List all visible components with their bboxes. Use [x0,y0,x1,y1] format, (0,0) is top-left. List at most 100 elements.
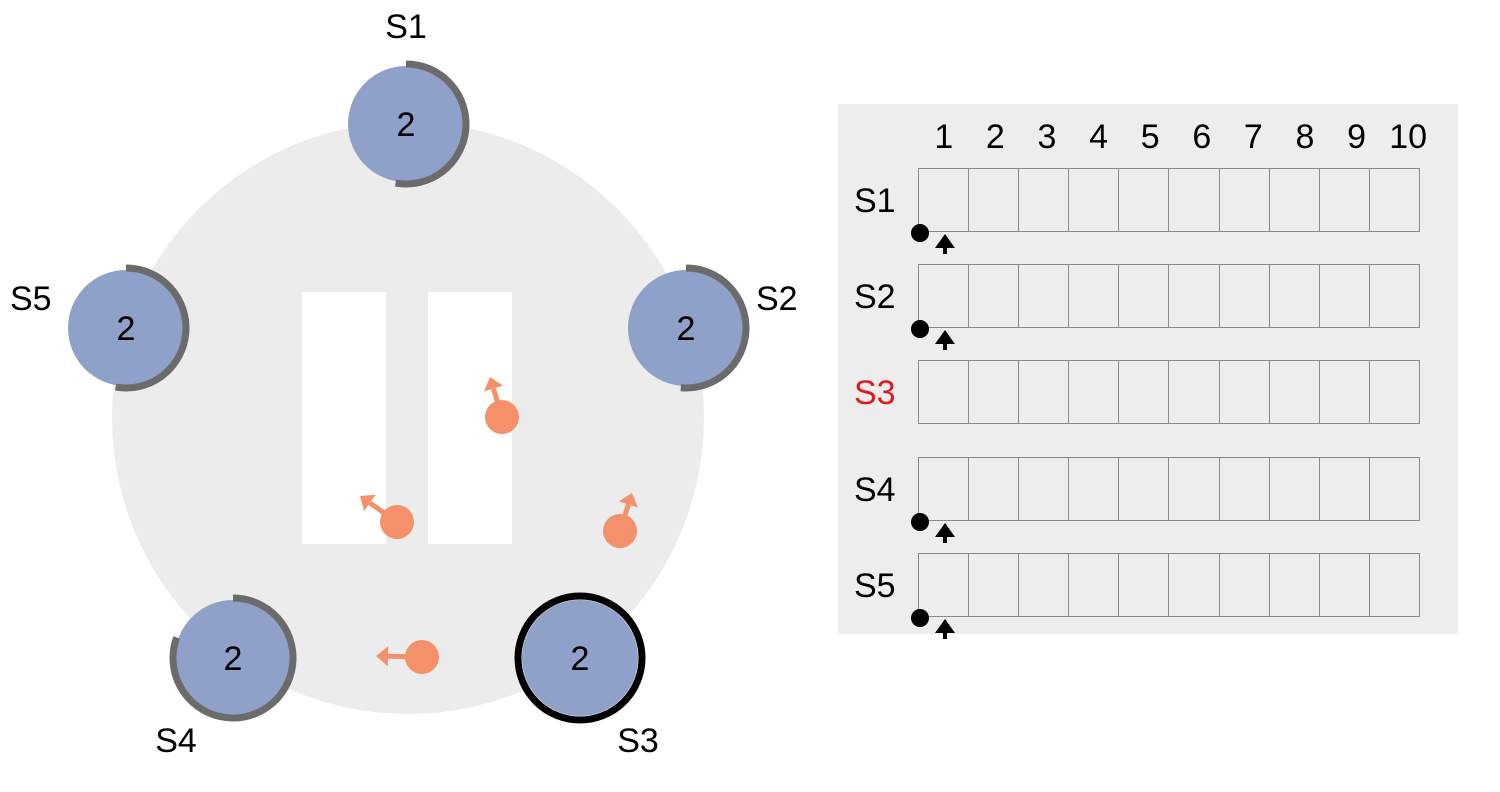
log-entry-cell [1068,360,1120,424]
message-ball [603,514,637,548]
log-entry-cell [1268,553,1321,617]
log-entry-cell [918,264,970,328]
log-entry-cell [1168,360,1221,424]
messages-layer [360,377,638,674]
server-node [628,270,744,386]
log-entry-cell [968,264,1020,328]
log-entry-cell [918,553,970,617]
message-ball [485,400,519,434]
vote-request-message [483,377,519,434]
log-entry-cell [1368,553,1421,617]
log-index-header: 8 [1295,118,1315,156]
log-index-header: 9 [1347,118,1367,156]
log-entry-cell [968,553,1020,617]
server-term: 2 [224,640,243,678]
log-entry-cell [1068,457,1120,521]
log-entry-cell [1218,457,1271,521]
log-entry-cell [1318,457,1371,521]
log-entry-cell [1218,553,1271,617]
log-entry-cell [1368,360,1421,424]
candidate-ring [514,592,646,724]
log-entry-cell [1168,264,1221,328]
log-entry-cell [918,360,970,424]
log-row-s1 [918,168,1434,232]
log-entry-cell [1068,264,1120,328]
log-row-label: S2 [854,278,896,316]
log-entry-cell [1118,553,1170,617]
log-row-s2 [918,264,1434,328]
message-arrow-shaft [491,387,501,405]
log-entry-cell [1018,553,1070,617]
log-entry-cell [1168,168,1221,232]
commit-index-dot-icon [911,513,929,531]
log-entry-cell [1318,168,1371,232]
message-ball [380,505,414,539]
message-arrowhead [483,377,504,392]
log-entry-cell [1168,457,1221,521]
server-term: 2 [571,640,590,678]
log-entry-cell [1318,360,1371,424]
server-node [175,600,291,716]
server-label: S3 [617,722,659,760]
log-index-header: 3 [1037,118,1057,156]
log-entry-cell [1018,264,1070,328]
log-entry-cell [918,168,970,232]
server-term: 2 [117,310,136,348]
log-entry-cell [1018,168,1070,232]
log-row-s4 [918,457,1434,521]
log-entry-cell [1218,264,1271,328]
commit-index-dot-icon [911,609,929,627]
server-label: S2 [756,280,798,318]
election-timer-arc [680,264,750,392]
log-entry-cell [1268,360,1321,424]
message-ball [405,640,439,674]
commit-index-dot-icon [911,320,929,338]
log-entry-cell [1118,264,1170,328]
log-index-header: 6 [1192,118,1212,156]
server-s1[interactable]: 2 S1 [348,8,470,188]
log-entry-cell [1218,168,1271,232]
server-node [68,270,184,386]
server-s5[interactable]: 2S5 [10,264,190,392]
log-entry-cell [1268,264,1321,328]
log-entry-cell [1018,457,1070,521]
log-entry-cell [1118,168,1170,232]
log-entry-cell [1068,553,1120,617]
log-entry-cell [968,457,1020,521]
message-arrowhead [360,494,376,512]
log-entry-cell [1218,360,1271,424]
server-term: 2 [677,310,696,348]
cluster-background [112,122,704,714]
log-entry-cell [1268,168,1321,232]
log-entry-cell [968,168,1020,232]
log-entry-cell [1318,553,1371,617]
server-s4[interactable]: 2S4 [155,594,297,760]
log-index-header: 1 [934,118,954,156]
log-entry-cell [1118,457,1170,521]
vote-request-message [376,640,439,674]
commit-index-dot-icon [911,224,929,242]
vote-request-message [603,493,638,548]
server-s2[interactable]: 2 S2 [628,264,798,392]
log-index-header: 2 [985,118,1005,156]
log-row-s5 [918,553,1434,617]
log-index-header: 4 [1089,118,1109,156]
log-entry-cell [1018,360,1070,424]
log-row-label: S4 [854,471,896,509]
log-index-header: 5 [1140,118,1160,156]
server-node [348,66,464,182]
log-entry-cell [1368,168,1421,232]
server-node [522,600,638,716]
server-s3[interactable]: 2S3 [514,592,659,760]
log-index-header: 10 [1389,118,1428,156]
log-row-label: S3 [854,374,896,412]
server-term: 2 [397,106,416,144]
message-arrow-shaft [368,500,387,516]
log-entry-cell [1368,457,1421,521]
log-entry-cell [968,360,1020,424]
log-row-s3 [918,360,1434,424]
server-label: S1 [385,8,427,46]
